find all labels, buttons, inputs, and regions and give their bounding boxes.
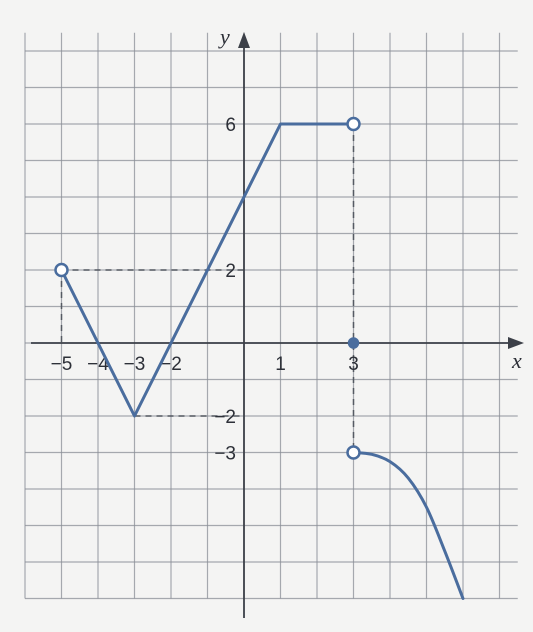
x-tick-label: −4 [87,354,109,375]
y-tick-label: −3 [214,444,236,465]
x-tick-label: −5 [51,354,73,375]
x-tick-label: 3 [348,354,359,375]
graph-polyline [60,122,355,418]
closed-endpoint [347,337,360,349]
x-tick-label: −3 [124,354,146,375]
x-tick-label: −2 [160,354,182,375]
axes: x y [31,24,524,618]
dashed-guides [60,124,355,453]
graph-series [60,122,465,600]
graph-curve [352,451,465,600]
tick-labels: −5 −4 −3 −2 1 3 6 2 −2 −3 [51,115,359,465]
y-tick-label: 6 [225,115,236,136]
open-endpoint [54,262,69,278]
y-axis-label: y [218,24,230,49]
y-tick-label: 2 [225,261,236,282]
y-tick-label: −2 [214,407,236,428]
grid [24,32,518,600]
y-axis-arrow [238,32,250,48]
open-endpoint [346,116,361,132]
x-axis-arrow [508,337,524,349]
x-tick-label: 1 [275,354,286,375]
open-endpoint [346,445,361,460]
endpoints [54,116,361,460]
x-axis-label: x [511,348,522,373]
